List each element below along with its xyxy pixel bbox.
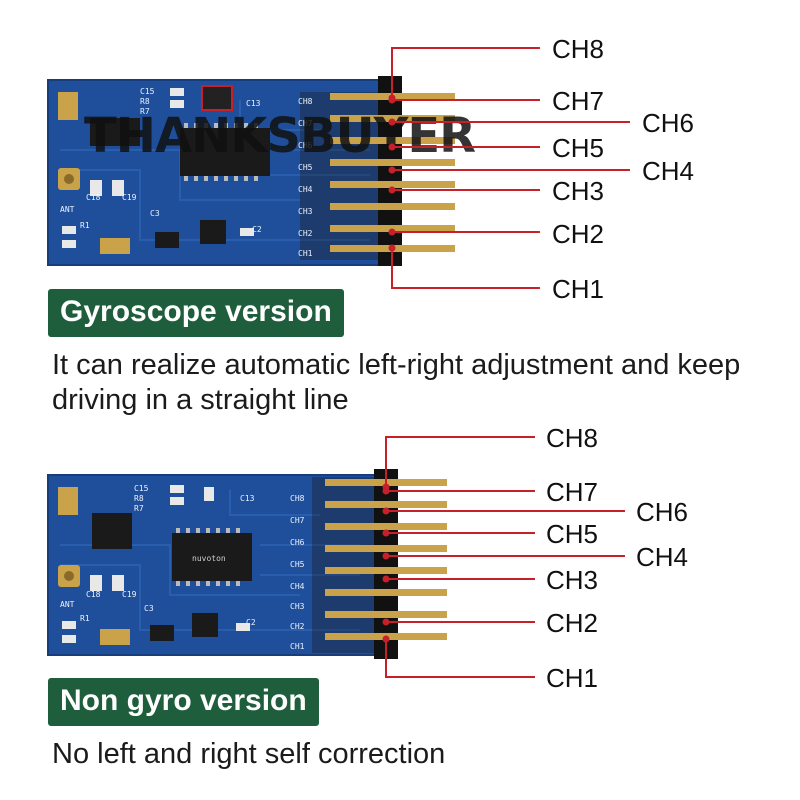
pcb-label: C3 bbox=[150, 209, 160, 218]
main-chip bbox=[172, 533, 252, 581]
left-chip bbox=[90, 118, 140, 146]
gyro-sensor-chip bbox=[201, 85, 233, 111]
pcb-label: CH5 bbox=[298, 163, 313, 172]
non-gyro-section: nuvoton bbox=[0, 415, 800, 800]
pcb-label: R8 bbox=[134, 494, 144, 503]
channel-label-ch3: CH3 bbox=[546, 565, 598, 595]
gyro-board-illustration: C15 R8 R7 C13 CH8 CH7 CH6 CH5 CH4 CH3 CH… bbox=[47, 34, 694, 304]
channel-label-ch6: CH6 bbox=[636, 497, 688, 527]
pcb-label: C18 bbox=[86, 193, 101, 202]
pcb-label: CH7 bbox=[298, 119, 313, 128]
pcb-label: ANT bbox=[60, 600, 75, 609]
gyro-description: It can realize automatic left-right adju… bbox=[52, 349, 741, 416]
gyroscope-section: C15 R8 R7 C13 CH8 CH7 CH6 CH5 CH4 CH3 CH… bbox=[47, 34, 741, 416]
channel-label-ch4: CH4 bbox=[642, 156, 694, 186]
pcb-label: C19 bbox=[122, 193, 137, 202]
pcb-label: CH3 bbox=[298, 207, 313, 216]
channel-label-ch2: CH2 bbox=[546, 608, 598, 638]
pcb-label: R8 bbox=[140, 97, 150, 106]
gold-pad bbox=[58, 92, 78, 120]
pcb-label: CH6 bbox=[298, 141, 313, 150]
pcb-label: R7 bbox=[140, 107, 150, 116]
chip-marking: nuvoton bbox=[192, 554, 226, 563]
pcb-label: R1 bbox=[80, 221, 90, 230]
channel-label-ch7: CH7 bbox=[546, 477, 598, 507]
channel-label-ch3: CH3 bbox=[552, 176, 604, 206]
pcb-label: C13 bbox=[246, 99, 261, 108]
pcb-label: CH6 bbox=[290, 538, 305, 547]
pcb-label: C13 bbox=[240, 494, 255, 503]
channel-label-ch2: CH2 bbox=[552, 219, 604, 249]
pcb-label: CH1 bbox=[290, 642, 305, 651]
channel-label-ch6: CH6 bbox=[642, 108, 694, 138]
left-chip bbox=[92, 513, 132, 549]
pcb-label: ANT bbox=[60, 205, 75, 214]
pcb-label: C2 bbox=[252, 225, 262, 234]
non-gyro-description: No left and right self correction bbox=[52, 738, 446, 770]
pcb-label: CH2 bbox=[290, 622, 305, 631]
pcb-label: CH8 bbox=[290, 494, 305, 503]
pcb-label: C2 bbox=[246, 618, 256, 627]
pcb-label: CH7 bbox=[290, 516, 305, 525]
pcb-label: C15 bbox=[140, 87, 155, 96]
channel-label-ch5: CH5 bbox=[546, 519, 598, 549]
pcb-label: CH2 bbox=[298, 229, 313, 238]
channel-label-ch1: CH1 bbox=[552, 274, 604, 304]
pcb-label: C3 bbox=[144, 604, 154, 613]
pcb-label: R1 bbox=[80, 614, 90, 623]
gyro-version-badge: Gyroscope version bbox=[48, 289, 344, 337]
channel-label-ch7: CH7 bbox=[552, 86, 604, 116]
pcb-label: CH4 bbox=[290, 582, 305, 591]
channel-label-ch8: CH8 bbox=[552, 34, 604, 64]
channel-label-ch1: CH1 bbox=[546, 663, 598, 693]
non-gyro-board-illustration: nuvoton bbox=[47, 423, 688, 693]
pcb-label: CH5 bbox=[290, 560, 305, 569]
non-gyro-leader-lines bbox=[385, 436, 625, 678]
pcb-label: C18 bbox=[86, 590, 101, 599]
gold-pad bbox=[58, 487, 78, 515]
pcb-label: C19 bbox=[122, 590, 137, 599]
pcb-label: R7 bbox=[134, 504, 144, 513]
non-gyro-version-badge: Non gyro version bbox=[48, 678, 319, 726]
pcb-label: CH3 bbox=[290, 602, 305, 611]
channel-label-ch4: CH4 bbox=[636, 542, 688, 572]
gyro-leader-lines bbox=[391, 47, 630, 289]
pcb-label: CH8 bbox=[298, 97, 313, 106]
watermark-text: THANKSBUYER bbox=[84, 108, 475, 164]
channel-label-ch5: CH5 bbox=[552, 133, 604, 163]
main-chip bbox=[180, 128, 270, 176]
pcb-label: CH1 bbox=[298, 249, 313, 258]
pcb-label: CH4 bbox=[298, 185, 313, 194]
non-gyro-pin-header bbox=[312, 469, 447, 659]
channel-label-ch8: CH8 bbox=[546, 423, 598, 453]
pcb-label: C15 bbox=[134, 484, 149, 493]
